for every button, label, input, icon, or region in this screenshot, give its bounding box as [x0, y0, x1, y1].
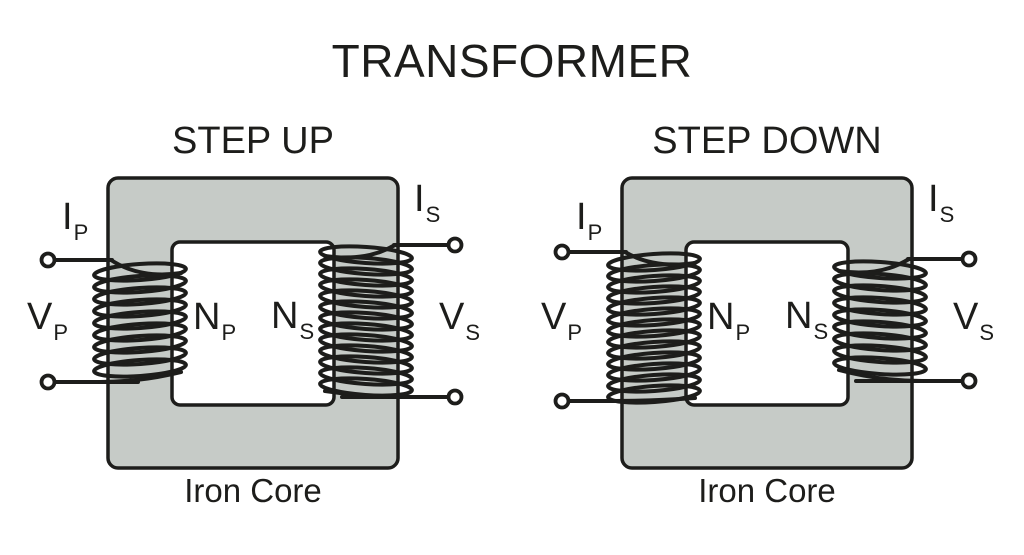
transformer-schematic — [39, 176, 464, 470]
transformer-schematic — [553, 176, 978, 470]
secondary-current-label: IS — [928, 178, 955, 227]
terminal-circle — [960, 250, 978, 268]
coil-turn — [606, 339, 702, 361]
coil-turn — [606, 295, 702, 317]
coil-turn — [318, 321, 414, 343]
primary-turns-label: NP — [193, 296, 237, 345]
coil-turn — [318, 255, 414, 277]
coil-turn — [318, 376, 414, 398]
coil-turn — [606, 306, 702, 328]
coil-turn — [318, 365, 414, 387]
coil-turn — [606, 350, 702, 372]
page-title: TRANSFORMER — [331, 35, 693, 87]
coil-turn — [832, 307, 928, 329]
coil-turn — [606, 372, 702, 394]
secondary-turns-label: NS — [785, 295, 829, 344]
coil-turn — [832, 355, 928, 377]
coil-turn — [606, 383, 702, 405]
coil-turn — [606, 317, 702, 339]
coil-turn — [606, 251, 702, 273]
coil-turn — [832, 343, 928, 365]
coil-turn — [606, 273, 702, 295]
coil-turn — [92, 309, 188, 331]
secondary-current-label: IS — [414, 178, 441, 227]
terminal-circle — [553, 243, 571, 261]
terminal-circle — [39, 373, 57, 391]
coil-turn — [832, 283, 928, 305]
coil-turn — [832, 259, 928, 281]
coil-turn — [318, 310, 414, 332]
secondary-coil — [832, 257, 928, 383]
coil-turn — [92, 297, 188, 319]
coil-turn — [318, 266, 414, 288]
coil-turn — [92, 357, 188, 379]
terminal-circle — [446, 388, 464, 406]
coil-turn — [318, 332, 414, 354]
primary-current-label: IP — [576, 196, 603, 245]
primary-current-label: IP — [62, 196, 89, 245]
secondary-voltage-label: VS — [953, 296, 995, 345]
coil-turn — [318, 288, 414, 310]
coil-turn — [318, 244, 414, 266]
transformer-step-down: STEP DOWN IP VP NP NS IS VS Iron Core — [514, 0, 1024, 555]
coil-turn — [606, 328, 702, 350]
coil-turn — [606, 361, 702, 383]
primary-voltage-label: VP — [27, 296, 69, 345]
terminal-circle — [39, 251, 57, 269]
secondary-coil — [318, 243, 414, 399]
primary-turns-label: NP — [707, 296, 751, 345]
transformer-step-up: STEP UP IP VP NP NS IS VS Iron Core — [27, 120, 481, 509]
coil-turn — [92, 333, 188, 355]
coil-turn — [606, 284, 702, 306]
secondary-voltage-label: VS — [439, 296, 481, 345]
coil-exit-wire — [98, 370, 183, 384]
coil-turn — [92, 273, 188, 295]
coil-turn — [318, 277, 414, 299]
transformer-heading: STEP DOWN — [652, 120, 882, 162]
terminal-circle — [553, 392, 571, 410]
coil-turn — [92, 321, 188, 343]
coil-turn — [606, 262, 702, 284]
coil-turn — [832, 331, 928, 353]
terminal-circle — [960, 372, 978, 390]
coil-turn — [832, 319, 928, 341]
primary-coil — [92, 258, 188, 384]
coil-turn — [92, 345, 188, 367]
primary-coil — [606, 250, 702, 405]
coil-exit-wire — [837, 368, 924, 383]
core-label: Iron Core — [184, 472, 322, 509]
secondary-turns-label: NS — [271, 295, 315, 344]
core-label: Iron Core — [698, 472, 836, 509]
primary-voltage-label: VP — [541, 296, 583, 345]
coil-turn — [832, 271, 928, 293]
transformer-heading: STEP UP — [172, 120, 334, 162]
coil-turn — [92, 261, 188, 283]
coil-turn — [318, 343, 414, 365]
coil-turn — [92, 285, 188, 307]
coil-turn — [318, 354, 414, 376]
coil-turn — [832, 295, 928, 317]
coil-turn — [318, 299, 414, 321]
terminal-circle — [446, 236, 464, 254]
